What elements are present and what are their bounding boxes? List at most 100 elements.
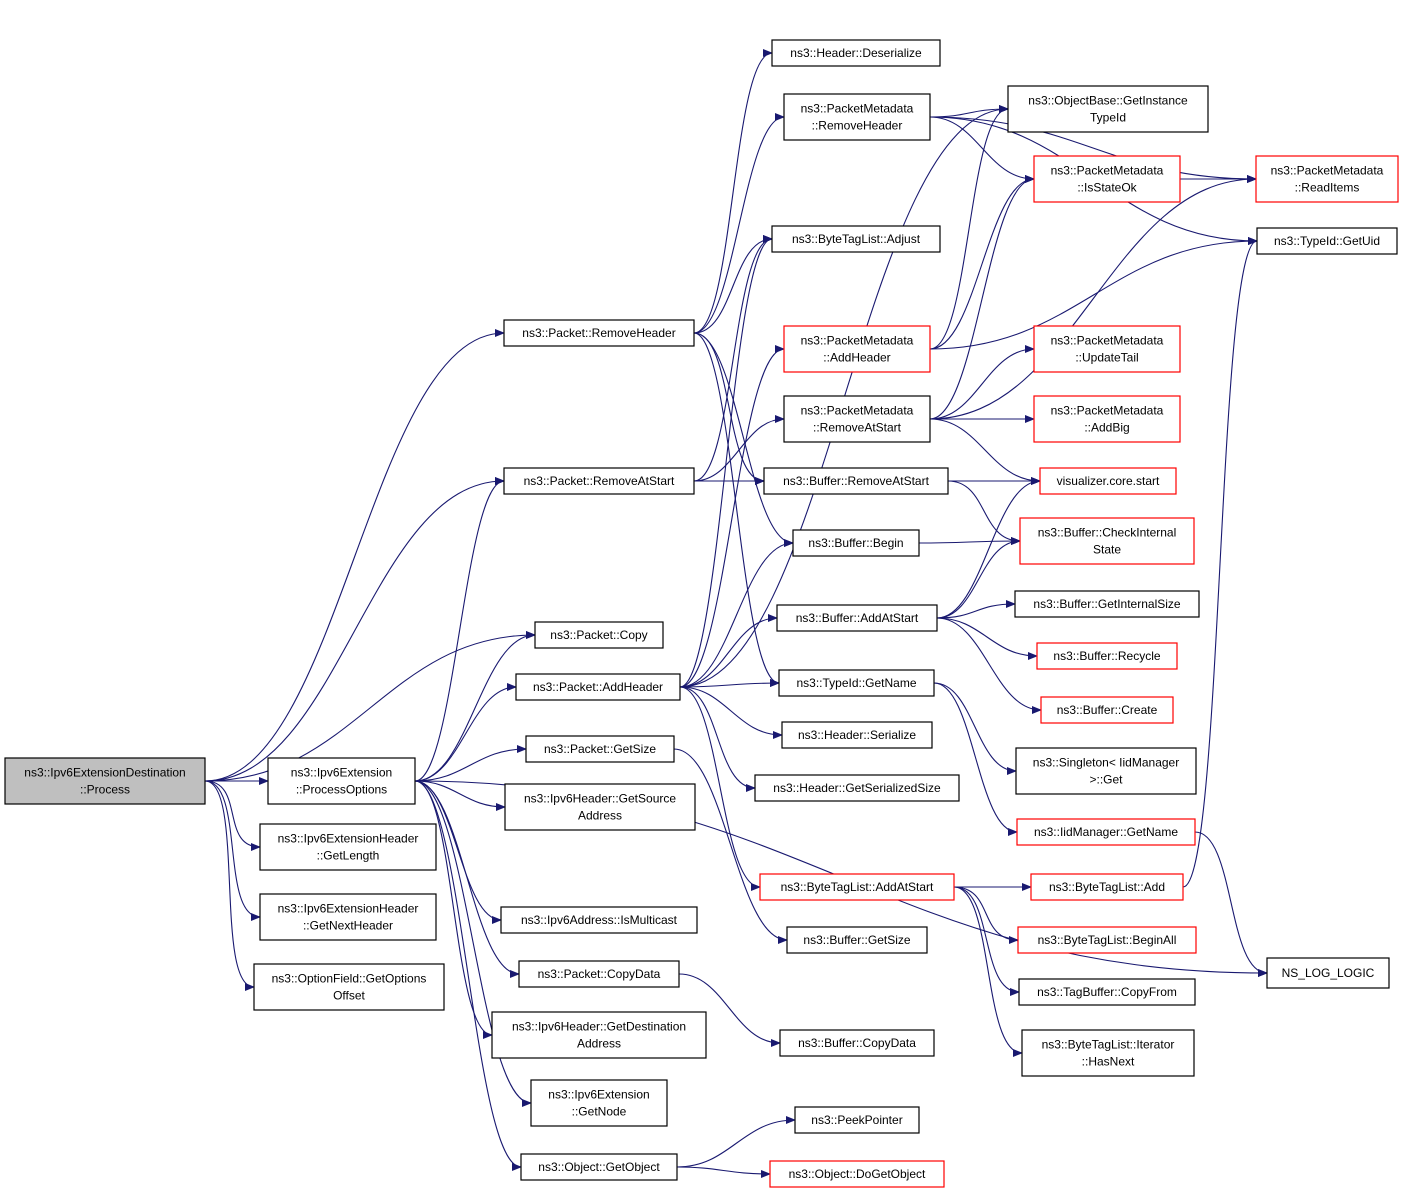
node-label: ns3::Buffer::CheckInternal: [1038, 526, 1177, 540]
node-pmAddHeader[interactable]: ns3::PacketMetadata::AddHeader: [783, 325, 931, 373]
node-label: ::RemoveAtStart: [813, 421, 902, 435]
node-objDoGetObject[interactable]: ns3::Object::DoGetObject: [769, 1160, 945, 1188]
node-tidGetUid[interactable]: ns3::TypeId::GetUid: [1256, 227, 1398, 255]
node-bufGetInternalSize[interactable]: ns3::Buffer::GetInternalSize: [1014, 590, 1200, 618]
node-box: [259, 893, 437, 941]
edge-pmRemoveAtStart-to-pmReadItems: [929, 175, 1257, 420]
node-pmIsStateOk[interactable]: ns3::PacketMetadata::IsStateOk: [1033, 155, 1181, 203]
node-singletonGet[interactable]: ns3::Singleton< IidManager>::Get: [1015, 747, 1197, 795]
node-extGetLength[interactable]: ns3::Ipv6ExtensionHeader::GetLength: [259, 823, 437, 871]
node-bufCreate[interactable]: ns3::Buffer::Create: [1040, 696, 1174, 724]
edge-pktRemoveHeader-to-bufBegin: [693, 332, 794, 547]
edge-pktAddHeader-to-hdrSerialize: [679, 686, 783, 739]
node-iidGetName[interactable]: ns3::IidManager::GetName: [1016, 818, 1196, 846]
node-pktRemoveAtStart[interactable]: ns3::Packet::RemoveAtStart: [503, 467, 695, 495]
node-box: [1030, 873, 1184, 901]
node-pmRemoveHeader[interactable]: ns3::PacketMetadata::RemoveHeader: [783, 93, 931, 141]
node-box: [759, 873, 955, 901]
node-box: [1256, 227, 1398, 255]
edge-pmAddHeader-to-obGetInstanceTypeId: [929, 105, 1009, 350]
node-label: ns3::Packet::CopyData: [538, 967, 661, 981]
node-hdrSerialize[interactable]: ns3::Header::Serialize: [781, 721, 933, 749]
node-processOptions[interactable]: ns3::Ipv6Extension::ProcessOptions: [267, 757, 416, 805]
node-pmRemoveAtStart[interactable]: ns3::PacketMetadata::RemoveAtStart: [783, 395, 931, 443]
node-bufAddAtStart[interactable]: ns3::Buffer::AddAtStart: [776, 604, 938, 632]
node-label: ns3::Buffer::RemoveAtStart: [783, 474, 930, 488]
node-pktRemoveHeader[interactable]: ns3::Packet::RemoveHeader: [503, 319, 695, 347]
node-label: ns3::Packet::Copy: [550, 628, 647, 642]
node-vizStart[interactable]: visualizer.core.start: [1039, 467, 1177, 495]
node-label: ns3::OptionField::GetOptions: [272, 972, 427, 986]
edge-process-to-pktRemoveHeader: [204, 329, 505, 782]
edge-processOptions-to-pktRemoveAtStart: [414, 477, 505, 782]
node-tbCopyFrom[interactable]: ns3::TagBuffer::CopyFrom: [1018, 978, 1196, 1006]
node-extGetNextHeader[interactable]: ns3::Ipv6ExtensionHeader::GetNextHeader: [259, 893, 437, 941]
node-bufBegin[interactable]: ns3::Buffer::Begin: [792, 529, 920, 557]
node-label: Offset: [333, 989, 365, 1003]
node-box: [1017, 926, 1197, 954]
node-pktCopy[interactable]: ns3::Packet::Copy: [534, 621, 664, 649]
edge-pmAddHeader-to-tidGetUid: [929, 237, 1258, 350]
node-extGetNode[interactable]: ns3::Ipv6Extension::GetNode: [530, 1079, 668, 1127]
node-pmReadItems[interactable]: ns3::PacketMetadata::ReadItems: [1255, 155, 1399, 203]
node-box: [783, 325, 931, 373]
node-pmUpdateTail[interactable]: ns3::PacketMetadata::UpdateTail: [1033, 325, 1181, 373]
node-process[interactable]: ns3::Ipv6ExtensionDestination::Process: [4, 757, 206, 805]
node-box: [1039, 467, 1177, 495]
node-nsLogLogic[interactable]: NS_LOG_LOGIC: [1266, 957, 1390, 989]
node-box: [783, 395, 931, 443]
node-peekPointer[interactable]: ns3::PeekPointer: [794, 1106, 920, 1134]
node-bufRecycle[interactable]: ns3::Buffer::Recycle: [1036, 642, 1178, 670]
edge-process-to-pktCopy: [204, 631, 536, 782]
node-box: [781, 721, 933, 749]
edge-btlAddAtStart-to-btlBeginAll: [953, 886, 1019, 944]
edge-processOptions-to-extGetNode: [414, 780, 532, 1107]
node-hdrDeserialize[interactable]: ns3::Header::Deserialize: [771, 39, 941, 67]
node-label: ns3::Buffer::AddAtStart: [796, 611, 919, 625]
node-pmAddBig[interactable]: ns3::PacketMetadata::AddBig: [1033, 395, 1181, 443]
node-box: [253, 963, 445, 1011]
node-label: ns3::ByteTagList::BeginAll: [1038, 933, 1177, 947]
node-label: ns3::PeekPointer: [811, 1113, 902, 1127]
node-label: ::Process: [80, 783, 130, 797]
node-bufRemoveAtStart[interactable]: ns3::Buffer::RemoveAtStart: [763, 467, 949, 495]
node-objGetObject[interactable]: ns3::Object::GetObject: [520, 1153, 678, 1181]
node-box: [1007, 85, 1209, 133]
node-box: [792, 529, 920, 557]
edge-pktRemoveAtStart-to-pmRemoveAtStart: [693, 415, 785, 482]
edge-pktAddHeader-to-pmAddHeader: [679, 345, 785, 688]
node-ipv6IsMulticast[interactable]: ns3::Ipv6Address::IsMulticast: [500, 906, 698, 934]
node-label: visualizer.core.start: [1057, 474, 1160, 488]
node-box: [1255, 155, 1399, 203]
node-pktCopyData[interactable]: ns3::Packet::CopyData: [518, 960, 680, 988]
node-pktAddHeader[interactable]: ns3::Packet::AddHeader: [515, 673, 681, 701]
node-pktGetSize[interactable]: ns3::Packet::GetSize: [525, 735, 675, 763]
node-btlAdd[interactable]: ns3::ByteTagList::Add: [1030, 873, 1184, 901]
node-tidGetName[interactable]: ns3::TypeId::GetName: [778, 669, 935, 697]
edge-tidGetName-to-iidGetName: [933, 682, 1018, 836]
node-btlBeginAll[interactable]: ns3::ByteTagList::BeginAll: [1017, 926, 1197, 954]
node-box: [1033, 155, 1181, 203]
edge-pktGetSize-to-bufGetSize: [673, 748, 788, 944]
node-label: ns3::Buffer::Begin: [808, 536, 903, 550]
node-label: ns3::Ipv6ExtensionDestination: [24, 766, 185, 780]
node-btlAddAtStart[interactable]: ns3::ByteTagList::AddAtStart: [759, 873, 955, 901]
edge-objGetObject-to-peekPointer: [676, 1116, 796, 1168]
node-label: ns3::Buffer::Create: [1057, 703, 1158, 717]
node-hdrGetSerializedSize[interactable]: ns3::Header::GetSerializedSize: [754, 774, 960, 802]
node-bufCopyData[interactable]: ns3::Buffer::CopyData: [779, 1029, 935, 1057]
node-box: [769, 1160, 945, 1188]
node-bufGetSize[interactable]: ns3::Buffer::GetSize: [786, 926, 928, 954]
node-btlAdjust[interactable]: ns3::ByteTagList::Adjust: [771, 225, 941, 253]
node-box: [1266, 957, 1390, 989]
node-box: [1019, 517, 1195, 565]
node-label: ns3::Header::Deserialize: [790, 46, 922, 60]
node-btlIterHasNext[interactable]: ns3::ByteTagList::Iterator::HasNext: [1021, 1029, 1195, 1077]
edge-pmAddHeader-to-pmIsStateOk: [929, 175, 1035, 350]
